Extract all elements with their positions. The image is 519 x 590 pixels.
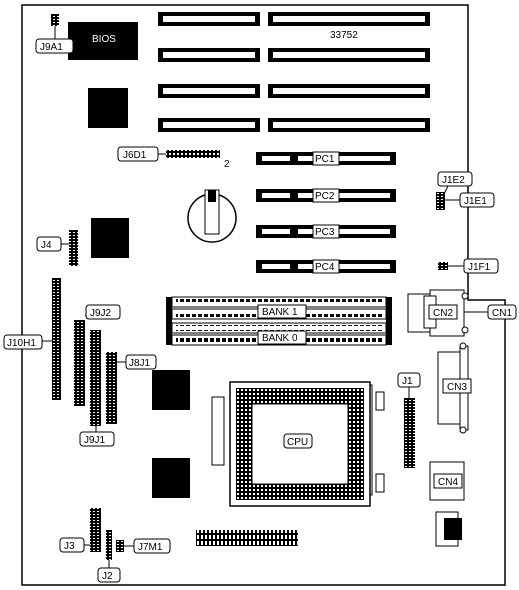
bank1-label: BANK 1 xyxy=(257,304,307,319)
j2-label: J2 xyxy=(97,567,121,583)
chipset-chip-1 xyxy=(88,88,128,128)
svg-text:J2: J2 xyxy=(102,571,113,582)
j8j1-label: J8J1 xyxy=(125,354,157,370)
j7m1-jumper xyxy=(116,540,124,552)
cn2-connector xyxy=(407,289,469,337)
j9j1-header xyxy=(90,330,101,426)
battery xyxy=(187,189,237,243)
svg-text:J6D1: J6D1 xyxy=(123,150,147,161)
svg-text:CN3: CN3 xyxy=(447,382,467,393)
j6d1-label: J6D1 xyxy=(117,146,159,162)
j6d1-header xyxy=(166,150,220,158)
svg-text:J1E2: J1E2 xyxy=(442,175,465,186)
j1f1-label: J1F1 xyxy=(463,258,499,274)
svg-text:J3: J3 xyxy=(64,541,75,552)
cn4-label: CN4 xyxy=(433,473,463,489)
bank0-label: BANK 0 xyxy=(257,330,307,345)
cn2-label: CN2 xyxy=(428,304,458,320)
j10h1-label: J10H1 xyxy=(3,334,43,350)
j9a1-jumper xyxy=(51,14,59,26)
isa-slots xyxy=(158,12,430,132)
svg-text:PC1: PC1 xyxy=(315,154,335,165)
svg-text:J1F1: J1F1 xyxy=(468,262,491,273)
j9a1-label: J9A1 xyxy=(35,38,74,54)
board-code: 33752 xyxy=(330,30,358,41)
j4-label: J4 xyxy=(36,236,62,252)
svg-text:J10H1: J10H1 xyxy=(7,338,36,349)
j9j2-header xyxy=(74,320,85,406)
svg-text:J9J2: J9J2 xyxy=(90,308,112,319)
chipset-chip-2 xyxy=(91,218,129,258)
chipset-chip-4 xyxy=(152,458,190,498)
svg-text:J1: J1 xyxy=(402,376,413,387)
bottom-header xyxy=(196,530,298,546)
svg-text:BANK 0: BANK 0 xyxy=(262,333,298,344)
cn3-label: CN3 xyxy=(442,378,472,394)
svg-text:J4: J4 xyxy=(41,240,52,251)
svg-text:J8J1: J8J1 xyxy=(129,358,151,369)
cpu-socket xyxy=(211,381,385,507)
svg-text:CN1: CN1 xyxy=(492,308,512,319)
j3-header xyxy=(90,508,101,552)
svg-text:CN4: CN4 xyxy=(438,477,458,488)
keyboard-connector xyxy=(435,511,462,547)
j8j1-header xyxy=(106,352,117,424)
j1f1-jumper xyxy=(438,262,448,270)
svg-text:J9A1: J9A1 xyxy=(40,42,63,53)
cpu-label: CPU xyxy=(283,433,313,449)
j7m1-label: J7M1 xyxy=(133,538,171,554)
bios-label: BIOS xyxy=(92,34,116,45)
j1e2-label: J1E2 xyxy=(437,171,473,187)
pc3-label: PC3 xyxy=(312,224,340,239)
j10h1-header xyxy=(52,278,61,400)
svg-text:CN2: CN2 xyxy=(433,308,453,319)
j4-header xyxy=(69,230,78,266)
j6d1-pin-label: 2 xyxy=(224,159,230,170)
pc1-label: PC1 xyxy=(312,151,340,166)
j1e1-label: J1E1 xyxy=(459,192,495,208)
svg-text:CPU: CPU xyxy=(287,437,308,448)
svg-text:J7M1: J7M1 xyxy=(138,542,163,553)
svg-text:BANK 1: BANK 1 xyxy=(262,307,298,318)
j9j2-label: J9J2 xyxy=(85,304,121,320)
j9j1-label: J9J1 xyxy=(79,431,115,447)
j1-label: J1 xyxy=(397,372,421,388)
j3-label: J3 xyxy=(59,537,85,553)
j1-header xyxy=(404,398,415,468)
svg-text:J1E1: J1E1 xyxy=(464,196,487,207)
j1e-jumper-block xyxy=(436,192,445,210)
j2-header xyxy=(106,530,112,560)
svg-text:PC3: PC3 xyxy=(315,227,335,238)
pc4-label: PC4 xyxy=(312,259,340,274)
svg-text:PC2: PC2 xyxy=(315,191,335,202)
svg-text:PC4: PC4 xyxy=(315,262,335,273)
svg-text:J9J1: J9J1 xyxy=(84,435,106,446)
cn1-label: CN1 xyxy=(487,304,517,320)
pc2-label: PC2 xyxy=(312,188,340,203)
chipset-chip-3 xyxy=(152,370,190,410)
